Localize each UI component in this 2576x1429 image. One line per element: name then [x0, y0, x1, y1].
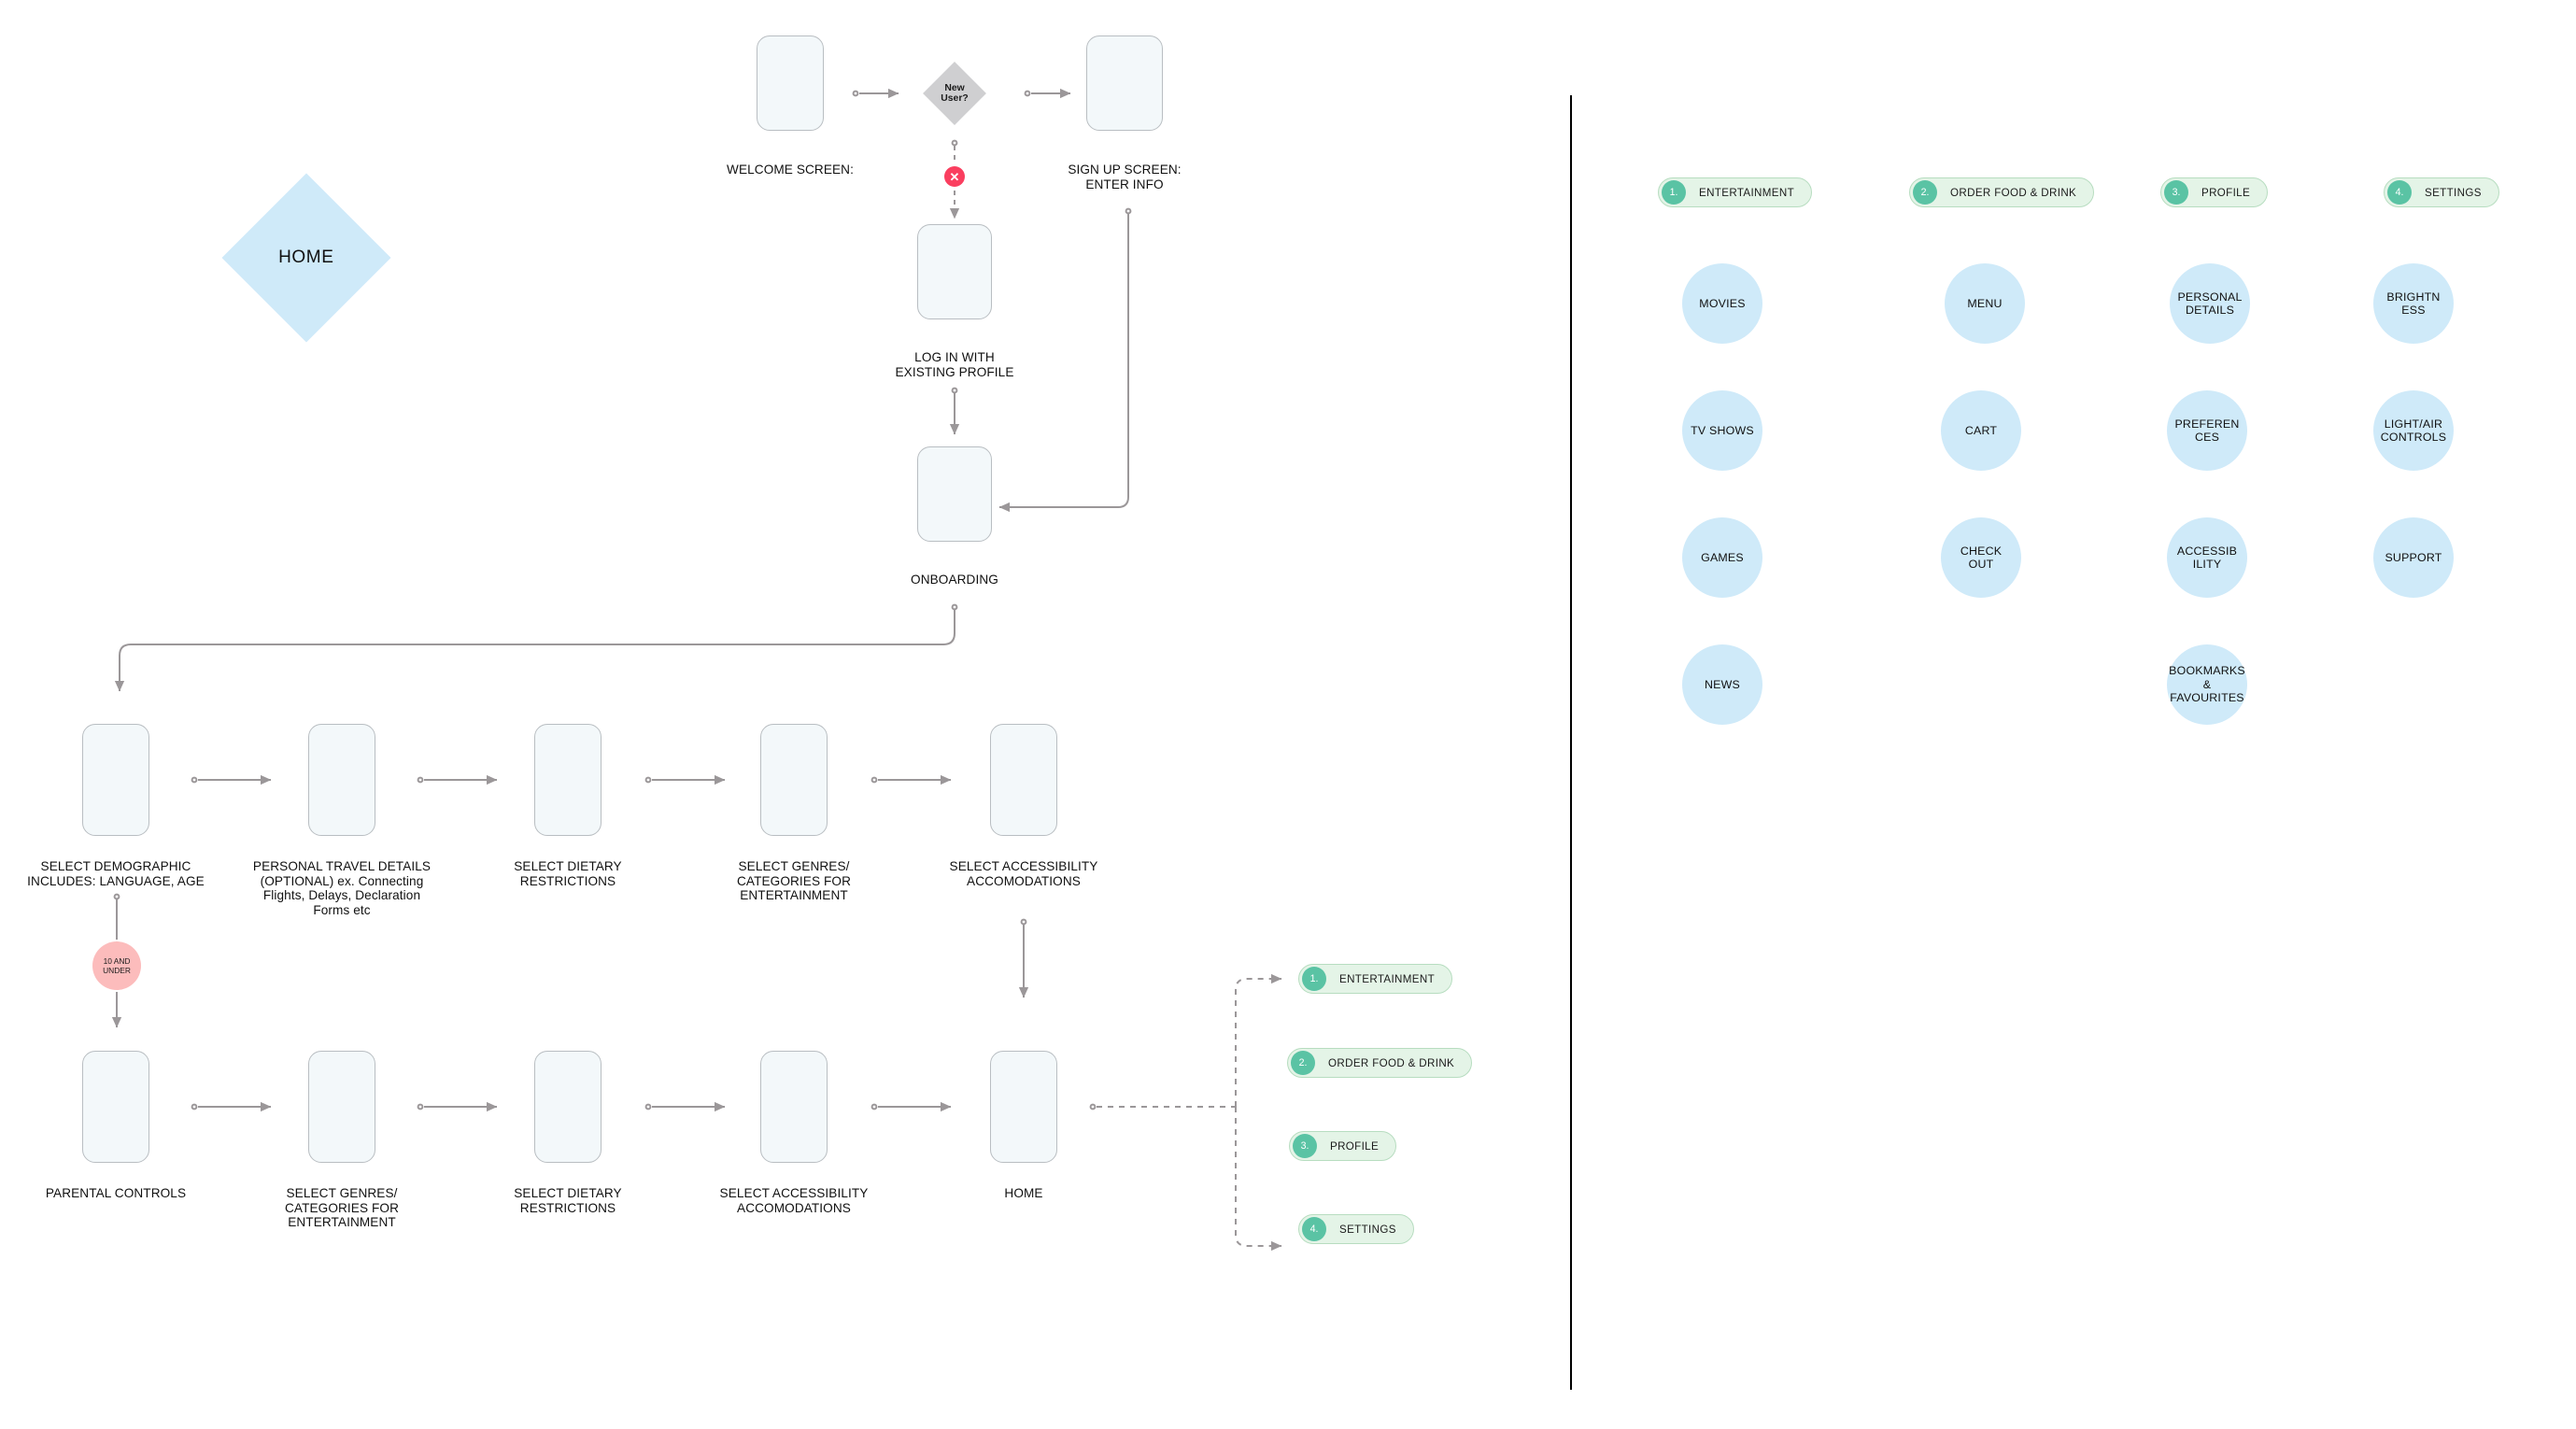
- feature-circle-accessibility[interactable]: ACCESSIB ILITY: [2167, 517, 2247, 598]
- screen-caption-accessibility-1: SELECT ACCESSIBILITY ACCOMODATIONS: [949, 859, 1098, 888]
- decision-diamond-label: New User?: [941, 83, 969, 104]
- screen-card-home[interactable]: [990, 1051, 1057, 1163]
- screen-caption-parental-controls: PARENTAL CONTROLS: [45, 1186, 187, 1200]
- close-icon: ✕: [944, 166, 965, 187]
- menu-pill-entertainment[interactable]: 1. ENTERTAINMENT: [1298, 964, 1453, 994]
- screen-caption-welcome: WELCOME SCREEN:: [727, 163, 854, 177]
- menu-pill-label: PROFILE: [1330, 1139, 1380, 1153]
- category-pill-label: PROFILE: [2201, 186, 2251, 199]
- feature-circle-brightness[interactable]: BRIGHTN ESS: [2373, 263, 2454, 344]
- category-pill-label: ENTERTAINMENT: [1699, 186, 1795, 199]
- feature-circle-personal-details[interactable]: PERSONAL DETAILS: [2170, 263, 2250, 344]
- category-pill-entertainment[interactable]: 1. ENTERTAINMENT: [1658, 177, 1813, 207]
- screen-card-welcome[interactable]: [757, 35, 824, 131]
- feature-circle-menu[interactable]: MENU: [1945, 263, 2025, 344]
- feature-circle-games[interactable]: GAMES: [1682, 517, 1762, 598]
- category-pill-number: 4.: [2387, 180, 2412, 205]
- category-pill-label: ORDER FOOD & DRINK: [1950, 186, 2077, 199]
- screen-card-onboarding[interactable]: [917, 446, 992, 542]
- screen-caption-dietary-2: SELECT DIETARY RESTRICTIONS: [514, 1186, 622, 1215]
- screen-caption-genres-1: SELECT GENRES/ CATEGORIES FOR ENTERTAINM…: [737, 859, 851, 903]
- menu-pill-number: 4.: [1302, 1217, 1326, 1241]
- feature-circle-light-air-controls[interactable]: LIGHT/AIR CONTROLS: [2373, 390, 2454, 471]
- feature-circle-preferences[interactable]: PREFEREN CES: [2167, 390, 2247, 471]
- home-diamond: HOME: [221, 173, 391, 343]
- feature-circle-cart[interactable]: CART: [1941, 390, 2021, 471]
- category-pill-order-food-drink[interactable]: 2. ORDER FOOD & DRINK: [1909, 177, 2095, 207]
- feature-circle-news[interactable]: NEWS: [1682, 644, 1762, 725]
- menu-pill-label: ENTERTAINMENT: [1339, 972, 1436, 985]
- screen-caption-signup: SIGN UP SCREEN: ENTER INFO: [1068, 163, 1182, 191]
- panel-divider: [1570, 95, 1572, 1390]
- menu-pill-number: 3.: [1293, 1134, 1317, 1158]
- menu-pill-label: SETTINGS: [1339, 1223, 1396, 1236]
- screen-card-dietary-1[interactable]: [534, 724, 602, 836]
- feature-circle-movies[interactable]: MOVIES: [1682, 263, 1762, 344]
- screen-caption-travel-details: PERSONAL TRAVEL DETAILS (OPTIONAL) ex. C…: [252, 859, 432, 917]
- menu-pill-number: 2.: [1291, 1051, 1315, 1075]
- feature-circle-check-out[interactable]: CHECK OUT: [1941, 517, 2021, 598]
- category-pill-number: 2.: [1913, 180, 1937, 205]
- feature-circle-bookmarks-favourites[interactable]: BOOKMARKS & FAVOURITES: [2167, 644, 2247, 725]
- menu-pill-settings[interactable]: 4. SETTINGS: [1298, 1214, 1414, 1244]
- menu-pill-number: 1.: [1302, 967, 1326, 991]
- feature-circle-support[interactable]: SUPPORT: [2373, 517, 2454, 598]
- screen-card-accessibility-1[interactable]: [990, 724, 1057, 836]
- screen-caption-home: HOME: [1004, 1186, 1043, 1200]
- menu-pill-label: ORDER FOOD & DRINK: [1328, 1056, 1455, 1069]
- screen-caption-dietary-1: SELECT DIETARY RESTRICTIONS: [514, 859, 622, 888]
- screen-card-signup[interactable]: [1086, 35, 1163, 131]
- screen-caption-demographic: SELECT DEMOGRAPHIC INCLUDES: LANGUAGE, A…: [27, 859, 205, 888]
- category-pill-settings[interactable]: 4. SETTINGS: [2384, 177, 2499, 207]
- screen-card-parental-controls[interactable]: [82, 1051, 149, 1163]
- screen-card-genres-2[interactable]: [308, 1051, 375, 1163]
- category-pill-number: 3.: [2164, 180, 2188, 205]
- screen-card-genres-1[interactable]: [760, 724, 828, 836]
- home-diamond-label: HOME: [278, 248, 334, 267]
- screen-caption-onboarding: ONBOARDING: [911, 573, 998, 587]
- feature-circle-tv-shows[interactable]: TV SHOWS: [1682, 390, 1762, 471]
- age-gate-circle: 10 AND UNDER: [92, 941, 141, 990]
- category-pill-number: 1.: [1662, 180, 1686, 205]
- category-pill-profile[interactable]: 3. PROFILE: [2160, 177, 2269, 207]
- screen-caption-genres-2: SELECT GENRES/ CATEGORIES FOR ENTERTAINM…: [285, 1186, 399, 1230]
- menu-pill-order-food-drink[interactable]: 2. ORDER FOOD & DRINK: [1287, 1048, 1473, 1078]
- screen-caption-login: LOG IN WITH EXISTING PROFILE: [895, 350, 1014, 379]
- screen-card-dietary-2[interactable]: [534, 1051, 602, 1163]
- screen-card-accessibility-2[interactable]: [760, 1051, 828, 1163]
- menu-pill-profile[interactable]: 3. PROFILE: [1289, 1131, 1397, 1161]
- screen-card-travel-details[interactable]: [308, 724, 375, 836]
- screen-card-login[interactable]: [917, 224, 992, 319]
- category-pill-label: SETTINGS: [2425, 186, 2482, 199]
- close-icon-glyph: ✕: [949, 169, 960, 184]
- screen-card-demographic[interactable]: [82, 724, 149, 836]
- decision-diamond-new-user: New User?: [923, 62, 986, 125]
- screen-caption-accessibility-2: SELECT ACCESSIBILITY ACCOMODATIONS: [719, 1186, 869, 1215]
